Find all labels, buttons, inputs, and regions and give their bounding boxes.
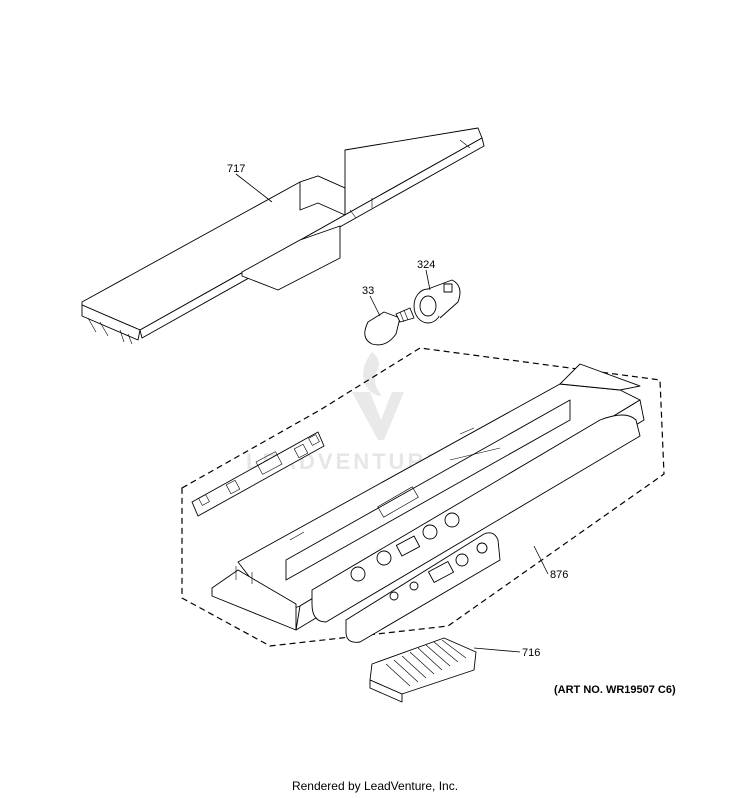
part-716-filter[interactable]	[369, 637, 477, 703]
leader-876	[533, 545, 549, 575]
callout-717[interactable]: 717	[227, 163, 245, 175]
part-876-control-housing[interactable]	[191, 363, 645, 643]
leader-716	[473, 647, 521, 653]
assembly-876-boundary	[181, 347, 665, 647]
leader-33	[369, 295, 381, 317]
art-number: (ART NO. WR19507 C6)	[554, 684, 676, 696]
footer-credit: Rendered by LeadVenture, Inc.	[291, 779, 459, 793]
callout-876[interactable]: 876	[550, 569, 568, 581]
leader-717	[235, 173, 273, 203]
leadventure-logo-icon	[352, 352, 404, 440]
callout-33[interactable]: 33	[362, 285, 374, 297]
leader-324	[425, 269, 431, 291]
part-33-bulb[interactable]	[364, 307, 415, 346]
callout-324[interactable]: 324	[417, 259, 435, 271]
part-717-cover[interactable]	[81, 127, 485, 345]
part-324-socket[interactable]	[413, 279, 461, 324]
button-group	[350, 512, 488, 601]
callout-716[interactable]: 716	[522, 647, 540, 659]
